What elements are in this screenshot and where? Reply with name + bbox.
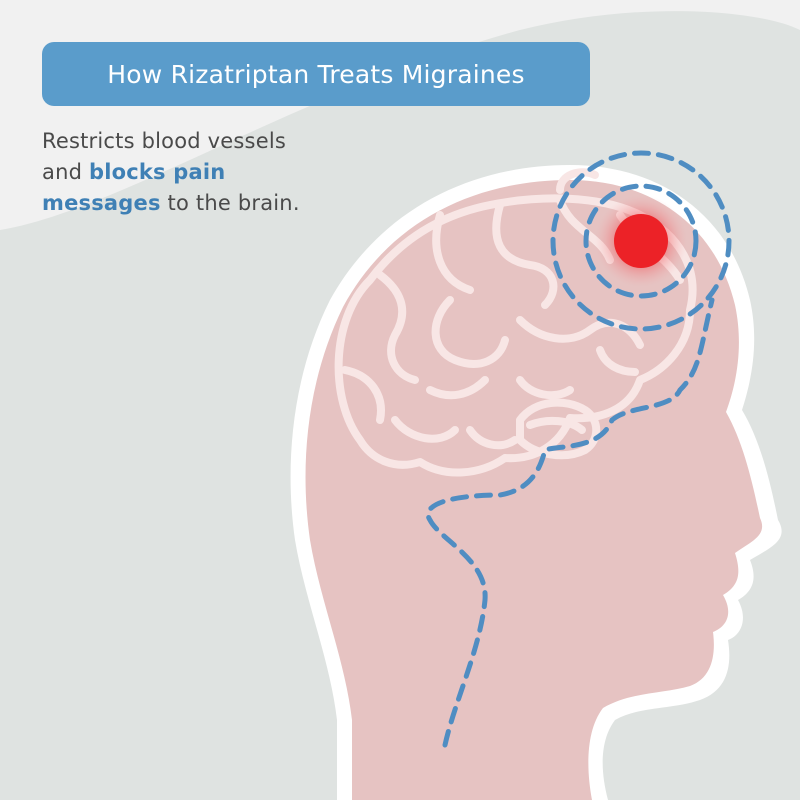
page-title: How Rizatriptan Treats Migraines [42,42,590,106]
pain-spot-icon [614,214,668,268]
caption-highlight-1: blocks pain [88,160,226,184]
head-fill [305,180,763,800]
background-swoosh-lower [0,150,220,800]
caption-line-1: Restricts blood vessels [42,129,286,153]
caption-line-2-prefix: and [42,160,89,184]
description-text: Restricts blood vessels and blocks pain … [42,126,342,219]
inner-pain-ring [583,183,699,299]
caption-line-3-suffix: to the brain. [160,191,300,215]
nerve-pathway [425,297,715,748]
caption-highlight-2: messages [42,191,161,215]
page-title-text: How Rizatriptan Treats Migraines [107,59,525,89]
outer-pain-ring [550,150,732,332]
